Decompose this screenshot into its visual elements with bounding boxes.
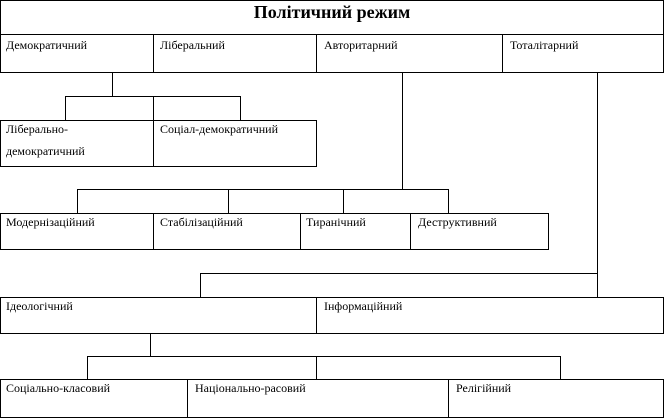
connector (65, 96, 66, 120)
connector (200, 273, 598, 274)
connector (402, 73, 403, 189)
connector (597, 273, 598, 297)
totalitarian-subtypes-box (0, 297, 664, 334)
authoritarian-subtypes-box (0, 213, 549, 250)
title-divider (0, 34, 664, 35)
subtype-stabilizing: Стабілізаційний (160, 215, 243, 229)
subtype-informational: Інформаційний (324, 299, 403, 313)
subtype-tyrannical: Тиранічний (306, 215, 366, 229)
page-title: Політичний режим (253, 2, 411, 22)
divider (448, 379, 449, 418)
subtype-liberal-democratic: Ліберально-демократичний (6, 122, 85, 158)
connector (200, 273, 201, 297)
connector (150, 334, 151, 356)
divider (316, 297, 317, 334)
connector (316, 356, 317, 379)
connector (448, 189, 449, 213)
subtype-social-class: Соціально-класовий (6, 381, 111, 395)
type-democratic: Демократичний (6, 38, 88, 52)
democratic-subtypes-box (0, 120, 317, 167)
type-authoritarian: Авторитарний (324, 38, 398, 52)
type-liberal: Ліберальний (160, 38, 225, 52)
connector (228, 189, 229, 213)
divider (300, 213, 301, 250)
connector (153, 96, 154, 120)
divider (153, 120, 154, 167)
divider (316, 34, 317, 73)
subtype-ideological: Ідеологічний (6, 299, 73, 313)
connector (112, 73, 113, 96)
connector (597, 73, 598, 273)
subtype-social-democratic: Соціал-демократичний (160, 122, 279, 136)
type-totalitarian: Тоталітарний (510, 38, 579, 52)
ideological-subtypes-box (0, 379, 664, 418)
connector (87, 356, 561, 357)
title-box (0, 0, 664, 73)
divider (153, 213, 154, 250)
subtype-destructive: Деструктивний (418, 215, 497, 229)
divider (502, 34, 503, 73)
subtype-national-racial: Національно-расовий (195, 381, 306, 395)
subtype-modernizing: Модернізаційний (6, 215, 95, 229)
connector (77, 189, 449, 190)
connector (343, 189, 344, 213)
connector (240, 96, 241, 120)
subtype-religious: Релігійний (456, 381, 512, 395)
connector (77, 189, 78, 213)
divider (153, 34, 154, 73)
divider (410, 213, 411, 250)
connector (560, 356, 561, 379)
divider (187, 379, 188, 418)
connector (87, 356, 88, 379)
